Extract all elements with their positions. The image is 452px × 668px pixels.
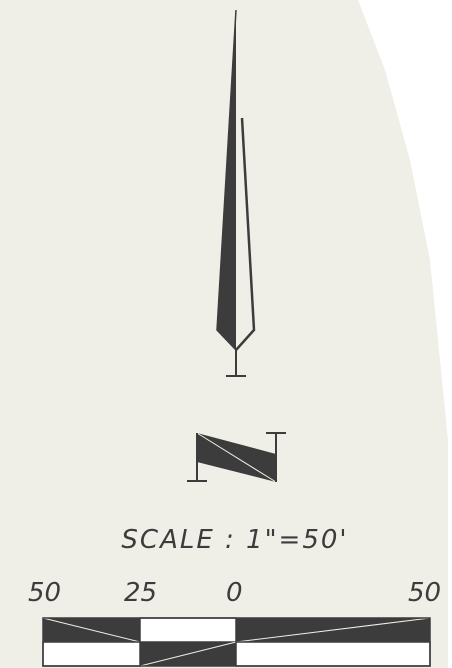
scale-tick-label: 25 bbox=[124, 578, 158, 608]
stylized-n-icon bbox=[187, 432, 286, 483]
scale-caption: SCALE : 1"=50' bbox=[121, 525, 349, 555]
north-arrow-icon bbox=[216, 9, 256, 377]
scale-bar bbox=[42, 617, 431, 667]
scale-tick-label: 0 bbox=[226, 578, 243, 608]
scale-tick-label: 50 bbox=[28, 578, 62, 608]
scale-tick-label: 50 bbox=[408, 578, 442, 608]
